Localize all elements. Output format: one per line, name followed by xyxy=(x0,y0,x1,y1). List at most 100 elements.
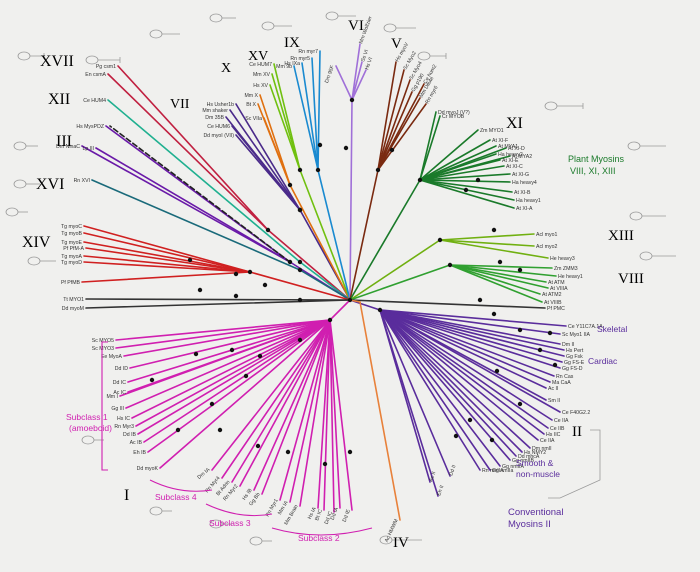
class-xiv-branch xyxy=(83,241,251,273)
class-i-branch xyxy=(279,319,331,501)
leaf-label: Sm II xyxy=(548,398,560,404)
leaf-label: Gg nmIIB xyxy=(512,458,534,464)
class-label-vi: VI xyxy=(348,18,364,34)
class-xi-branch xyxy=(419,179,513,193)
leaf-label: Gg nmIIA xyxy=(502,464,524,470)
tree-node xyxy=(233,271,239,277)
class-v-branch xyxy=(377,61,397,171)
leaf-label: At XI-D xyxy=(508,146,525,152)
leaf-label: He heavy3 xyxy=(550,256,575,262)
class-ii-branch xyxy=(379,309,553,421)
class-i-branch xyxy=(261,319,331,495)
class-xi-branch xyxy=(419,115,441,181)
leaf-label: At MYA2 xyxy=(512,154,532,160)
leaf-label: Dm nmII xyxy=(532,446,552,452)
class-i-branch xyxy=(115,319,331,341)
class-ii-branch xyxy=(379,309,481,471)
leaf-label: Ac IB xyxy=(130,440,143,446)
tree-node xyxy=(327,317,333,323)
class-i-branch xyxy=(299,319,331,507)
myosin-glyph-icon xyxy=(149,506,172,516)
class-i-branch xyxy=(323,319,331,511)
class-v-branch xyxy=(377,91,413,171)
leaf-label: Pf PfM-A xyxy=(63,246,84,252)
class-ii-branch xyxy=(379,309,523,453)
class-ii-branch xyxy=(379,309,531,449)
leaf-label: Tg myoB xyxy=(61,231,82,237)
class-viii-branch xyxy=(449,264,541,295)
leaf-label: Ce HUM7 xyxy=(249,62,272,68)
subclass-2-bracket xyxy=(271,527,373,536)
leaf-label: Ac II xyxy=(548,386,558,392)
class-xiv-branch xyxy=(81,271,251,283)
leaf-label: Mm shaker xyxy=(202,108,228,114)
class-xiii-stem xyxy=(349,239,441,301)
class-ix-branch xyxy=(301,62,319,171)
leaf-label: Lp III xyxy=(82,146,94,152)
class-xi-branch xyxy=(419,129,479,181)
class-ii-pf-branch xyxy=(349,299,546,309)
leaf-label: Zm MYO1 xyxy=(480,128,504,134)
class-vii-branch xyxy=(235,103,301,211)
leaf-label: At XI-A xyxy=(516,206,533,212)
tree-node xyxy=(489,437,495,443)
class-xiv-stem xyxy=(249,271,351,301)
leaf-label: Mm XV xyxy=(253,72,271,78)
class-vi-branch xyxy=(351,61,363,101)
leaf-label: At MYA1 xyxy=(498,144,518,150)
leaf-label: Ac IC xyxy=(113,390,126,396)
class-xvii-stem xyxy=(267,229,351,301)
subclass-2-label: Subclass 2 xyxy=(298,533,340,543)
class-i-branch xyxy=(159,319,331,469)
leaf-label: Dm IA xyxy=(196,467,211,481)
class-ii-branch xyxy=(379,309,549,429)
class-xv-branch xyxy=(271,73,301,171)
non-muscle-label: non-muscle xyxy=(516,469,560,479)
class-label-i: I xyxy=(124,487,129,504)
class-ii-branch xyxy=(379,309,545,435)
leaf-label: Dd myoM xyxy=(62,306,84,312)
class-ii-branch xyxy=(379,309,491,471)
class-i-branch xyxy=(123,319,331,357)
class-label-xvi: XVI xyxy=(36,176,64,193)
class-v-stem xyxy=(349,169,379,301)
class-xiii-branch xyxy=(439,239,535,247)
class-xvii-branch xyxy=(117,65,269,231)
class-xi-branch xyxy=(419,155,511,181)
class-xvi-stem xyxy=(299,269,351,301)
class-label-xii: XII xyxy=(48,91,70,108)
class-viii-branch xyxy=(449,264,553,269)
leaf-label: Ha heavy2 xyxy=(498,152,523,158)
class-iii-branch xyxy=(105,125,291,263)
leaf-label: Dd myoK xyxy=(137,466,159,472)
class-i-branch xyxy=(329,319,341,509)
leaf-label: Tt MYO1 xyxy=(63,297,84,303)
subclass-3-bracket xyxy=(205,503,273,517)
leaf-label: Cr MYOB xyxy=(442,114,465,120)
leaf-label: Mm I xyxy=(106,394,118,400)
tree-node xyxy=(447,262,453,268)
leaf-label: He heavy1 xyxy=(558,274,583,280)
leaf-label: Rn Myr3 xyxy=(114,424,134,430)
cardiac-label: Cardiac xyxy=(588,356,618,366)
class-i-branch xyxy=(329,319,335,513)
tree-node xyxy=(257,353,263,359)
class-i-branch xyxy=(211,319,331,471)
tree-node xyxy=(297,207,303,213)
leaf-label: Zm ZMM3 xyxy=(554,266,578,272)
leaf-label: Rn Cas xyxy=(556,374,574,380)
tree-node xyxy=(491,227,497,233)
leaf-label: Dm 95F xyxy=(324,65,336,84)
myosin-glyph-icon xyxy=(629,211,666,221)
leaf-label: At ATM xyxy=(548,280,565,286)
root-branch xyxy=(85,299,351,309)
myosin-glyph-icon xyxy=(5,207,28,217)
tree-node xyxy=(297,297,303,303)
leaf-label: Mm X xyxy=(244,93,258,99)
smooth-label: Smooth & xyxy=(516,458,554,468)
leaf-label: Gg nmIIa xyxy=(492,468,513,474)
class-ii-branch xyxy=(379,309,565,351)
subclass-4-label: Subclass 4 xyxy=(155,492,197,502)
class-ii-branch xyxy=(379,309,511,461)
